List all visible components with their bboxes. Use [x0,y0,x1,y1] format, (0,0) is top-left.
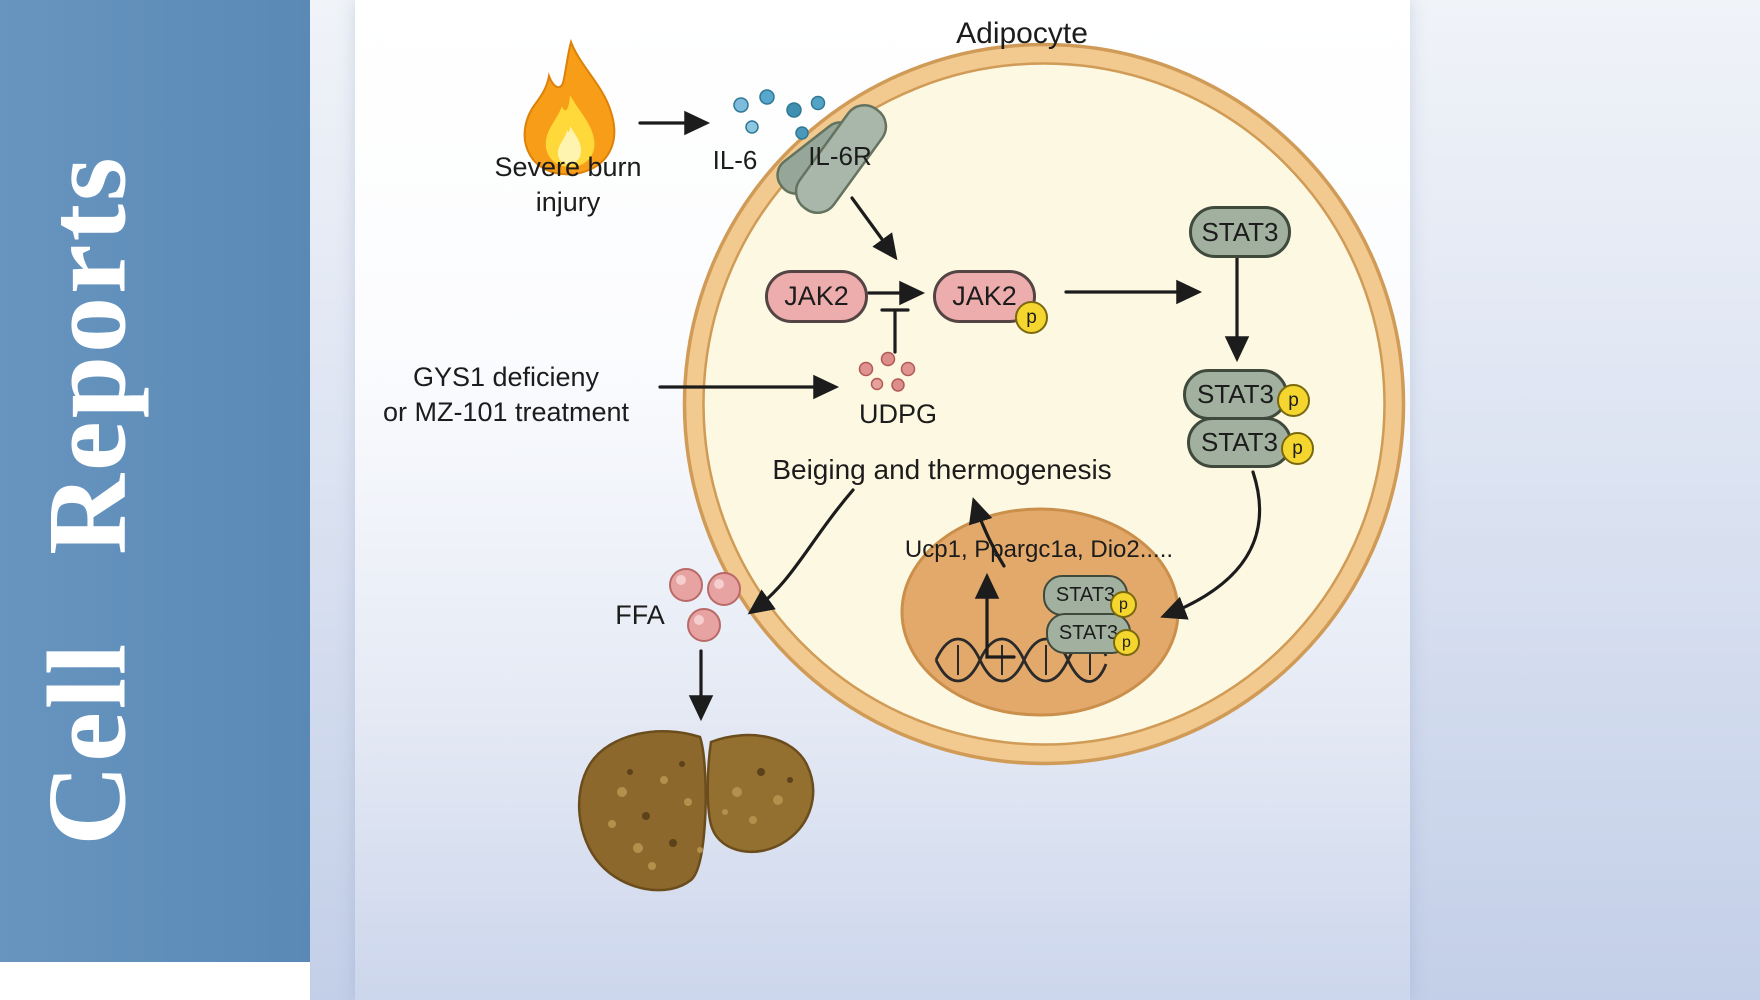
nucleus-stat3-p-badge-2: p [1113,629,1140,656]
stat3-dimer-box-2: STAT3 [1187,417,1292,468]
stat3-dimer-box-1: STAT3 [1183,369,1288,420]
jak2-p-badge: p [1015,301,1048,334]
jak2-p-badge-label: p [1026,306,1037,328]
cell-title: Adipocyte [956,17,1088,50]
stat3-dimer-box-1-label: STAT3 [1196,379,1275,409]
journal-title: Cell Reports [25,154,150,846]
intervention-label-line1: GYS1 deficieny [412,362,600,392]
journal-sidebar: Cell Reports [0,0,310,962]
sidebar-footer [0,962,310,1000]
genes-label: Ucp1, Ppargc1a, Dio2..... [904,536,1174,563]
stat3-box-label: STAT3 [1201,216,1279,247]
burn-label: Severe burn injury [478,150,658,220]
nucleus-stat3-box-1-label: STAT3 [1055,584,1116,606]
udpg-label: UDPG [858,399,937,429]
jak2-box: JAK2 [765,270,868,323]
nucleus-stat3-p-badge-1: p [1110,591,1137,618]
burn-label-line2: injury [535,187,601,218]
jak2-box-label: JAK2 [784,281,849,311]
nucleus-stat3-p-badge-1-label: p [1119,595,1128,613]
stat3-dimer-p-badge-1: p [1277,384,1310,417]
stat3-dimer-p-badge-2-label: p [1292,437,1303,459]
beiging-label: Beiging and thermogenesis [772,454,1112,485]
stat3-dimer-box-2-label: STAT3 [1200,427,1279,457]
jak2-phospho-box-label: JAK2 [952,281,1017,311]
nucleus-stat3-box-2-label: STAT3 [1058,622,1119,644]
ffa-label: FFA [615,600,665,630]
burn-label-line1: Severe burn [494,152,642,182]
stat3-dimer-p-badge-2: p [1281,432,1314,465]
intervention-label-line2: or MZ-101 treatment [382,397,630,428]
intervention-label: GYS1 deficieny or MZ-101 treatment [378,360,634,430]
stat3-box: STAT3 [1189,206,1291,258]
il6-label: IL-6 [712,145,758,175]
il6r-label: IL-6R [808,141,872,171]
nucleus-stat3-p-badge-2-label: p [1122,633,1131,651]
stat3-dimer-p-badge-1-label: p [1288,389,1299,411]
